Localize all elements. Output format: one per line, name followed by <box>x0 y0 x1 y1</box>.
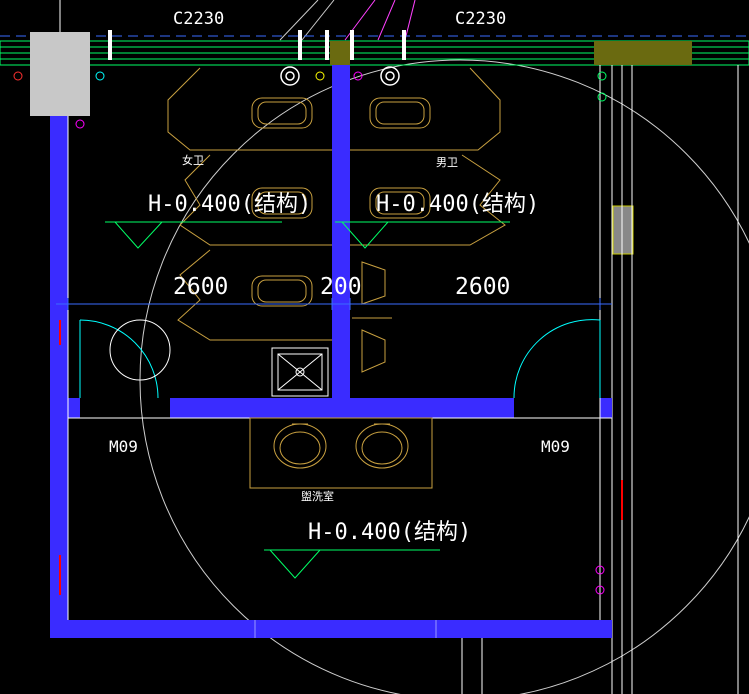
dimension-middle: 200 <box>320 274 362 300</box>
diagonal-line <box>301 0 335 41</box>
marker-circle <box>595 585 605 595</box>
level-label-male: H-0.400(结构) <box>376 192 539 217</box>
window-mullion-right <box>594 41 692 65</box>
marker-circle <box>597 92 607 102</box>
dimension-left: 2600 <box>173 274 228 300</box>
stall-partitions-female <box>167 67 332 341</box>
marker-circle <box>13 71 23 81</box>
marker-circle <box>95 71 105 81</box>
walls <box>50 65 612 638</box>
floor-drain <box>271 347 329 397</box>
dimension-right: 2600 <box>455 274 510 300</box>
door-right-swing <box>513 319 601 399</box>
level-symbol <box>335 221 510 249</box>
marker-circle <box>595 565 605 575</box>
diagonal-line <box>344 0 376 41</box>
door-left-swing <box>79 319 159 399</box>
washbasin-counter <box>249 417 433 489</box>
diagonal-line <box>279 0 319 41</box>
level-symbol <box>105 221 282 249</box>
column-block-right <box>612 205 634 255</box>
marker-circle <box>597 71 607 81</box>
window-mullion <box>330 41 350 65</box>
window-post <box>108 30 112 60</box>
window-post <box>402 30 406 60</box>
marker-circle <box>353 71 363 81</box>
room-label-washroom: 盥洗室 <box>301 489 334 503</box>
window-post <box>298 30 302 60</box>
window-post <box>350 30 354 60</box>
window-band <box>0 40 749 66</box>
door-label-left: M09 <box>109 437 138 456</box>
level-label-female: H-0.400(结构) <box>148 192 311 217</box>
marker-circle <box>315 71 325 81</box>
vent-symbols <box>280 66 400 86</box>
column-circle <box>109 319 171 381</box>
door-label-right: M09 <box>541 437 570 456</box>
window-label-right: C2230 <box>455 9 506 29</box>
column-block <box>30 32 90 116</box>
level-label-washroom: H-0.400(结构) <box>308 520 471 545</box>
window-label-left: C2230 <box>173 9 224 29</box>
diagonal-line <box>404 0 416 41</box>
marker-circle <box>75 119 85 129</box>
room-label-male: 男卫 <box>436 156 458 169</box>
window-post <box>325 30 329 60</box>
diagonal-line <box>377 0 396 41</box>
stall-partitions-male <box>350 67 506 373</box>
room-label-female: 女卫 <box>182 153 204 167</box>
level-symbol <box>264 549 440 579</box>
